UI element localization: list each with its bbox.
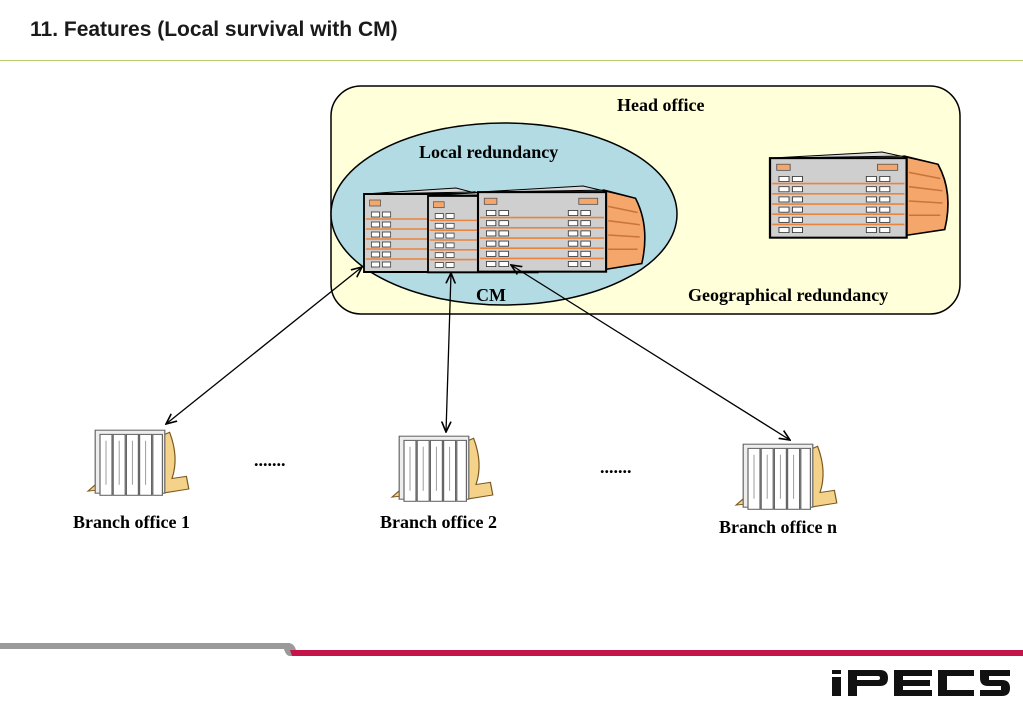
- link-cm-branch-n: [511, 265, 790, 440]
- branch-office-2-label: Branch office 2: [380, 512, 497, 532]
- ellipsis-left: .......: [254, 450, 286, 470]
- footer-red-bar: [290, 650, 1023, 656]
- branch-office-2-icon: [391, 435, 494, 502]
- geo-server-icon: [768, 150, 950, 239]
- branch-office-n-icon: [735, 443, 838, 510]
- branch-office-n-label: Branch office n: [719, 517, 837, 537]
- footer-bar-join: [280, 643, 300, 656]
- slide-title: 11. Features (Local survival with CM): [30, 18, 398, 41]
- branch-office-1-label: Branch office 1: [73, 512, 190, 532]
- ellipsis-right: .......: [600, 457, 632, 477]
- branch-office-1-icon: [87, 429, 190, 496]
- ipecs-logo: [832, 670, 1010, 696]
- link-cm-branch-2: [446, 273, 451, 432]
- footer-grey-bar: [0, 643, 290, 649]
- link-cm-branch-1: [166, 267, 362, 424]
- cm-label: CM: [476, 285, 506, 305]
- geographical-redundancy-label: Geographical redundancy: [688, 285, 889, 305]
- local-redundancy-label: Local redundancy: [419, 142, 559, 162]
- cm-server-3-icon: [476, 184, 646, 273]
- head-office-label: Head office: [617, 95, 705, 115]
- title-divider: [0, 60, 1023, 61]
